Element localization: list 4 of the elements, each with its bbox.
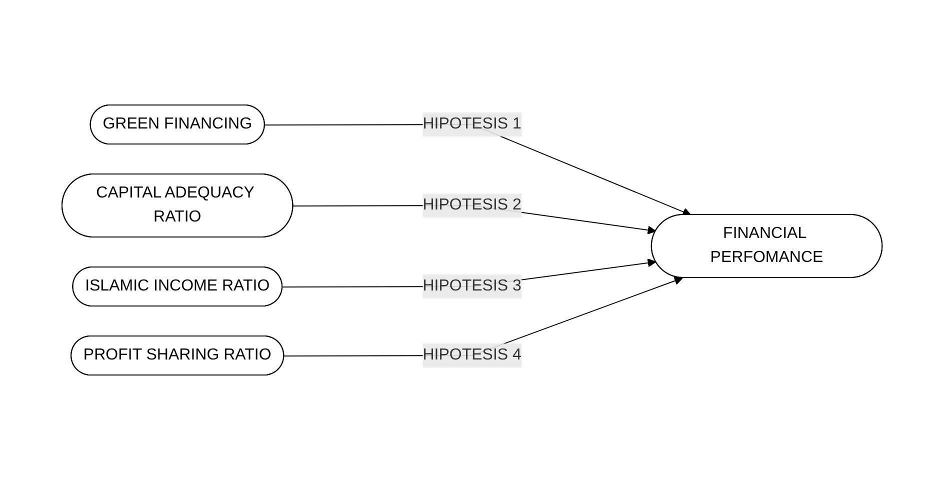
edge-label: HIPOTESIS 4 — [422, 346, 522, 363]
edge-label: HIPOTESIS 3 — [422, 276, 522, 294]
edge-label: HIPOTESIS 1 — [422, 115, 522, 132]
edge-label: HIPOTESIS 2 — [422, 196, 522, 213]
